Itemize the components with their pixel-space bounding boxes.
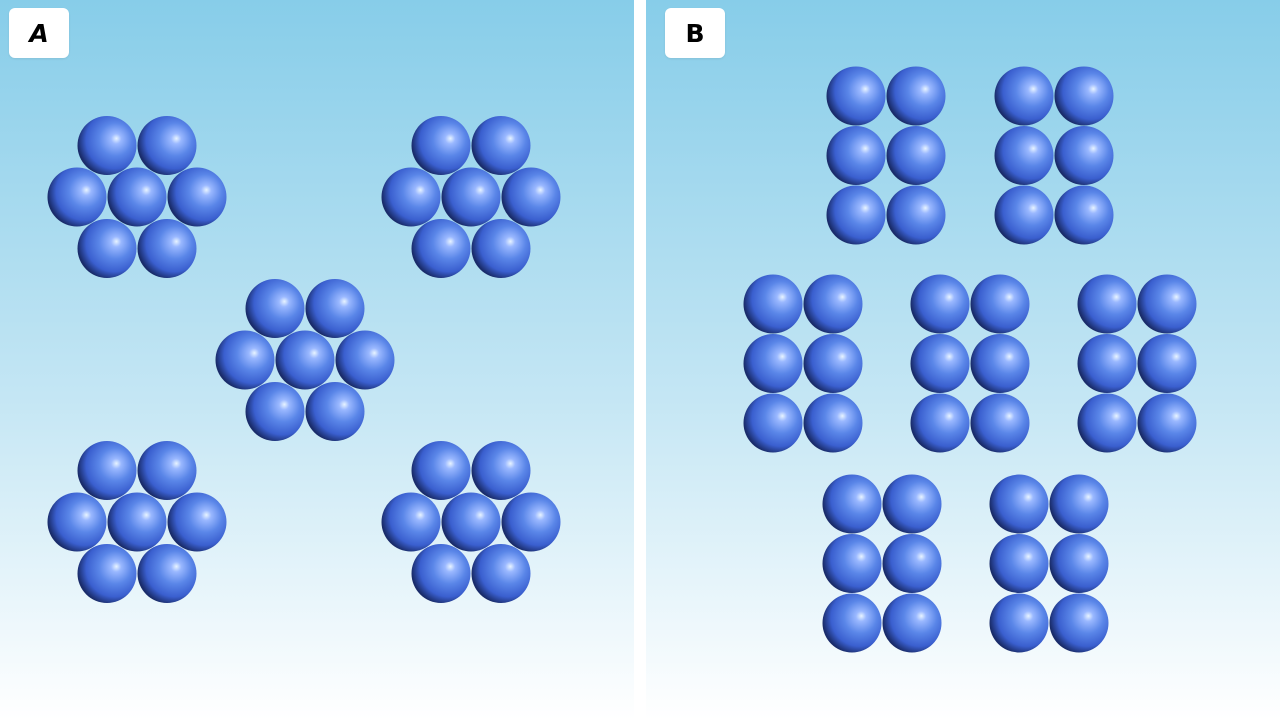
rect-cluster-5-ball xyxy=(1077,393,1137,453)
hex-cluster-2-ball xyxy=(381,167,441,227)
hex-cluster-1-ball xyxy=(77,219,137,278)
rect-cluster-5-ball xyxy=(1137,334,1197,393)
hex-cluster-2-ball xyxy=(471,116,531,175)
hex-cluster-4-ball xyxy=(77,544,137,603)
hex-cluster-4-ball xyxy=(77,441,137,500)
rect-cluster-4-ball xyxy=(970,274,1030,334)
hex-cluster-4-ball xyxy=(137,544,197,603)
hex-cluster-3-ball xyxy=(245,382,305,441)
hex-cluster-2-ball xyxy=(471,219,531,278)
hex-cluster-5-ball xyxy=(471,441,531,500)
rect-cluster-2-ball xyxy=(994,66,1054,126)
rect-cluster-7-ball xyxy=(1049,534,1109,593)
rect-cluster-4-ball xyxy=(910,334,970,393)
rect-cluster-6-ball xyxy=(822,534,882,593)
rect-cluster-4-ball xyxy=(910,393,970,453)
hex-cluster-3-ball xyxy=(305,382,365,441)
hex-cluster-5-ball xyxy=(411,544,471,603)
hex-cluster-1-ball xyxy=(107,167,167,227)
rect-cluster-1-ball xyxy=(826,185,886,245)
hex-cluster-5-ball xyxy=(471,544,531,603)
rect-cluster-2-ball xyxy=(1054,185,1114,245)
rect-cluster-7-ball xyxy=(1049,474,1109,534)
hex-cluster-1-ball xyxy=(167,167,227,227)
rect-cluster-1-ball xyxy=(886,185,946,245)
hex-cluster-4-ball xyxy=(137,441,197,500)
panel-b-cluster-area xyxy=(743,66,1197,653)
rect-cluster-6-ball xyxy=(822,474,882,534)
hex-cluster-2-ball xyxy=(501,167,561,227)
rect-cluster-7-ball xyxy=(989,534,1049,593)
rect-cluster-1-ball xyxy=(886,66,946,126)
hex-cluster-5-ball xyxy=(441,492,501,552)
rect-cluster-4-ball xyxy=(970,393,1030,453)
hex-cluster-4-ball xyxy=(167,492,227,552)
panel-b-label: B xyxy=(665,8,725,58)
hex-cluster-5-ball xyxy=(501,492,561,552)
hex-cluster-5-ball xyxy=(381,492,441,552)
panel-a-label: A xyxy=(9,8,69,58)
hex-cluster-1-ball xyxy=(137,116,197,175)
rect-cluster-3-ball xyxy=(743,393,803,453)
rect-cluster-2-ball xyxy=(994,126,1054,185)
hex-cluster-1-ball xyxy=(137,219,197,278)
panel-a: A xyxy=(0,0,634,720)
rect-cluster-7-ball xyxy=(989,474,1049,534)
rect-cluster-1-ball xyxy=(886,126,946,185)
panel-b: B xyxy=(646,0,1280,720)
rect-cluster-6-ball xyxy=(822,593,882,653)
rect-cluster-6-ball xyxy=(882,593,942,653)
rect-cluster-5-ball xyxy=(1077,334,1137,393)
rect-cluster-3-ball xyxy=(803,393,863,453)
rect-cluster-7-ball xyxy=(989,593,1049,653)
hex-cluster-1-ball xyxy=(77,116,137,175)
hex-cluster-3-ball xyxy=(305,279,365,338)
rect-cluster-3-ball xyxy=(803,334,863,393)
rect-cluster-6-ball xyxy=(882,534,942,593)
panel-a-cluster-area xyxy=(47,116,561,603)
rect-cluster-4-ball xyxy=(970,334,1030,393)
rect-cluster-6-ball xyxy=(882,474,942,534)
hex-cluster-1-ball xyxy=(47,167,107,227)
hex-cluster-3-ball xyxy=(215,330,275,390)
hex-cluster-2-ball xyxy=(411,219,471,278)
rect-cluster-2-ball xyxy=(994,185,1054,245)
hex-cluster-4-ball xyxy=(107,492,167,552)
rect-cluster-3-ball xyxy=(743,274,803,334)
hex-cluster-4-ball xyxy=(47,492,107,552)
rect-cluster-4-ball xyxy=(910,274,970,334)
rect-cluster-5-ball xyxy=(1137,393,1197,453)
hex-cluster-2-ball xyxy=(441,167,501,227)
rect-cluster-3-ball xyxy=(743,334,803,393)
hex-cluster-3-ball xyxy=(335,330,395,390)
rect-cluster-2-ball xyxy=(1054,66,1114,126)
rect-cluster-1-ball xyxy=(826,66,886,126)
hex-cluster-3-ball xyxy=(275,330,335,390)
hex-cluster-2-ball xyxy=(411,116,471,175)
rect-cluster-2-ball xyxy=(1054,126,1114,185)
rect-cluster-5-ball xyxy=(1137,274,1197,334)
hex-cluster-5-ball xyxy=(411,441,471,500)
rect-cluster-5-ball xyxy=(1077,274,1137,334)
rect-cluster-7-ball xyxy=(1049,593,1109,653)
hex-cluster-3-ball xyxy=(245,279,305,338)
rect-cluster-3-ball xyxy=(803,274,863,334)
rect-cluster-1-ball xyxy=(826,126,886,185)
